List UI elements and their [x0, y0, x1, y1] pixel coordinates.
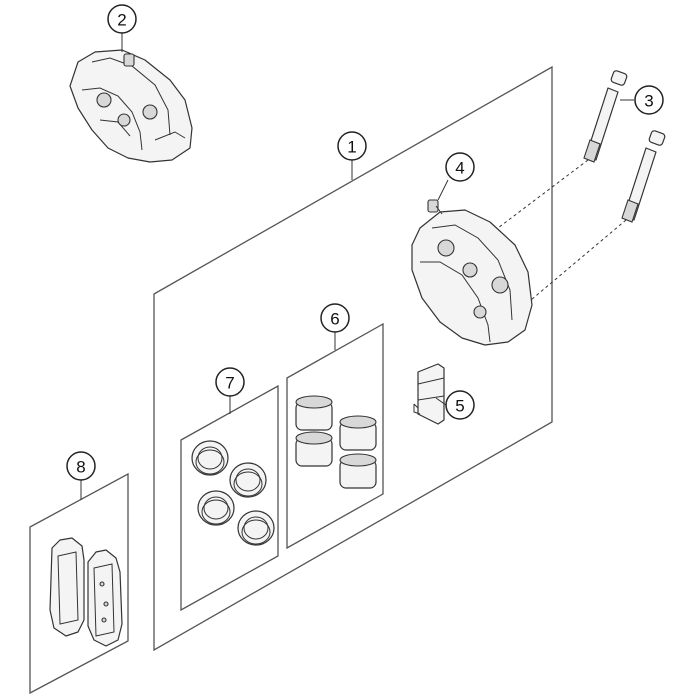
callout-7: 7	[215, 367, 245, 397]
brake-pads-8	[49, 537, 123, 647]
callout-4: 4	[445, 152, 475, 182]
kit-panel-6	[286, 322, 384, 550]
callout-2: 2	[107, 4, 137, 34]
callout-6: 6	[320, 303, 350, 333]
callout-label-2: 2	[117, 11, 126, 30]
callout-8: 8	[66, 451, 96, 481]
callout-label-4: 4	[455, 159, 464, 178]
piston-seals-7	[191, 440, 275, 546]
caliper-bolts-3	[583, 70, 666, 223]
callout-label-7: 7	[225, 374, 234, 393]
brake-caliper-2	[69, 49, 193, 163]
callout-5: 5	[445, 390, 475, 420]
caliper-pistons-6	[295, 395, 377, 489]
pad-spring-clip-5	[413, 363, 445, 425]
bolt-guide-line-lower	[524, 219, 627, 306]
brake-caliper-4	[411, 199, 533, 346]
leader-line-4	[437, 179, 449, 201]
bolt-guide-line-upper	[489, 159, 589, 235]
callout-label-3: 3	[644, 92, 653, 111]
callout-label-6: 6	[330, 310, 339, 329]
callout-label-8: 8	[76, 458, 85, 477]
callout-label-1: 1	[347, 138, 356, 157]
callout-3: 3	[634, 85, 664, 115]
leader-line-5	[435, 397, 447, 406]
callout-1: 1	[337, 131, 367, 161]
callout-label-5: 5	[455, 397, 464, 416]
